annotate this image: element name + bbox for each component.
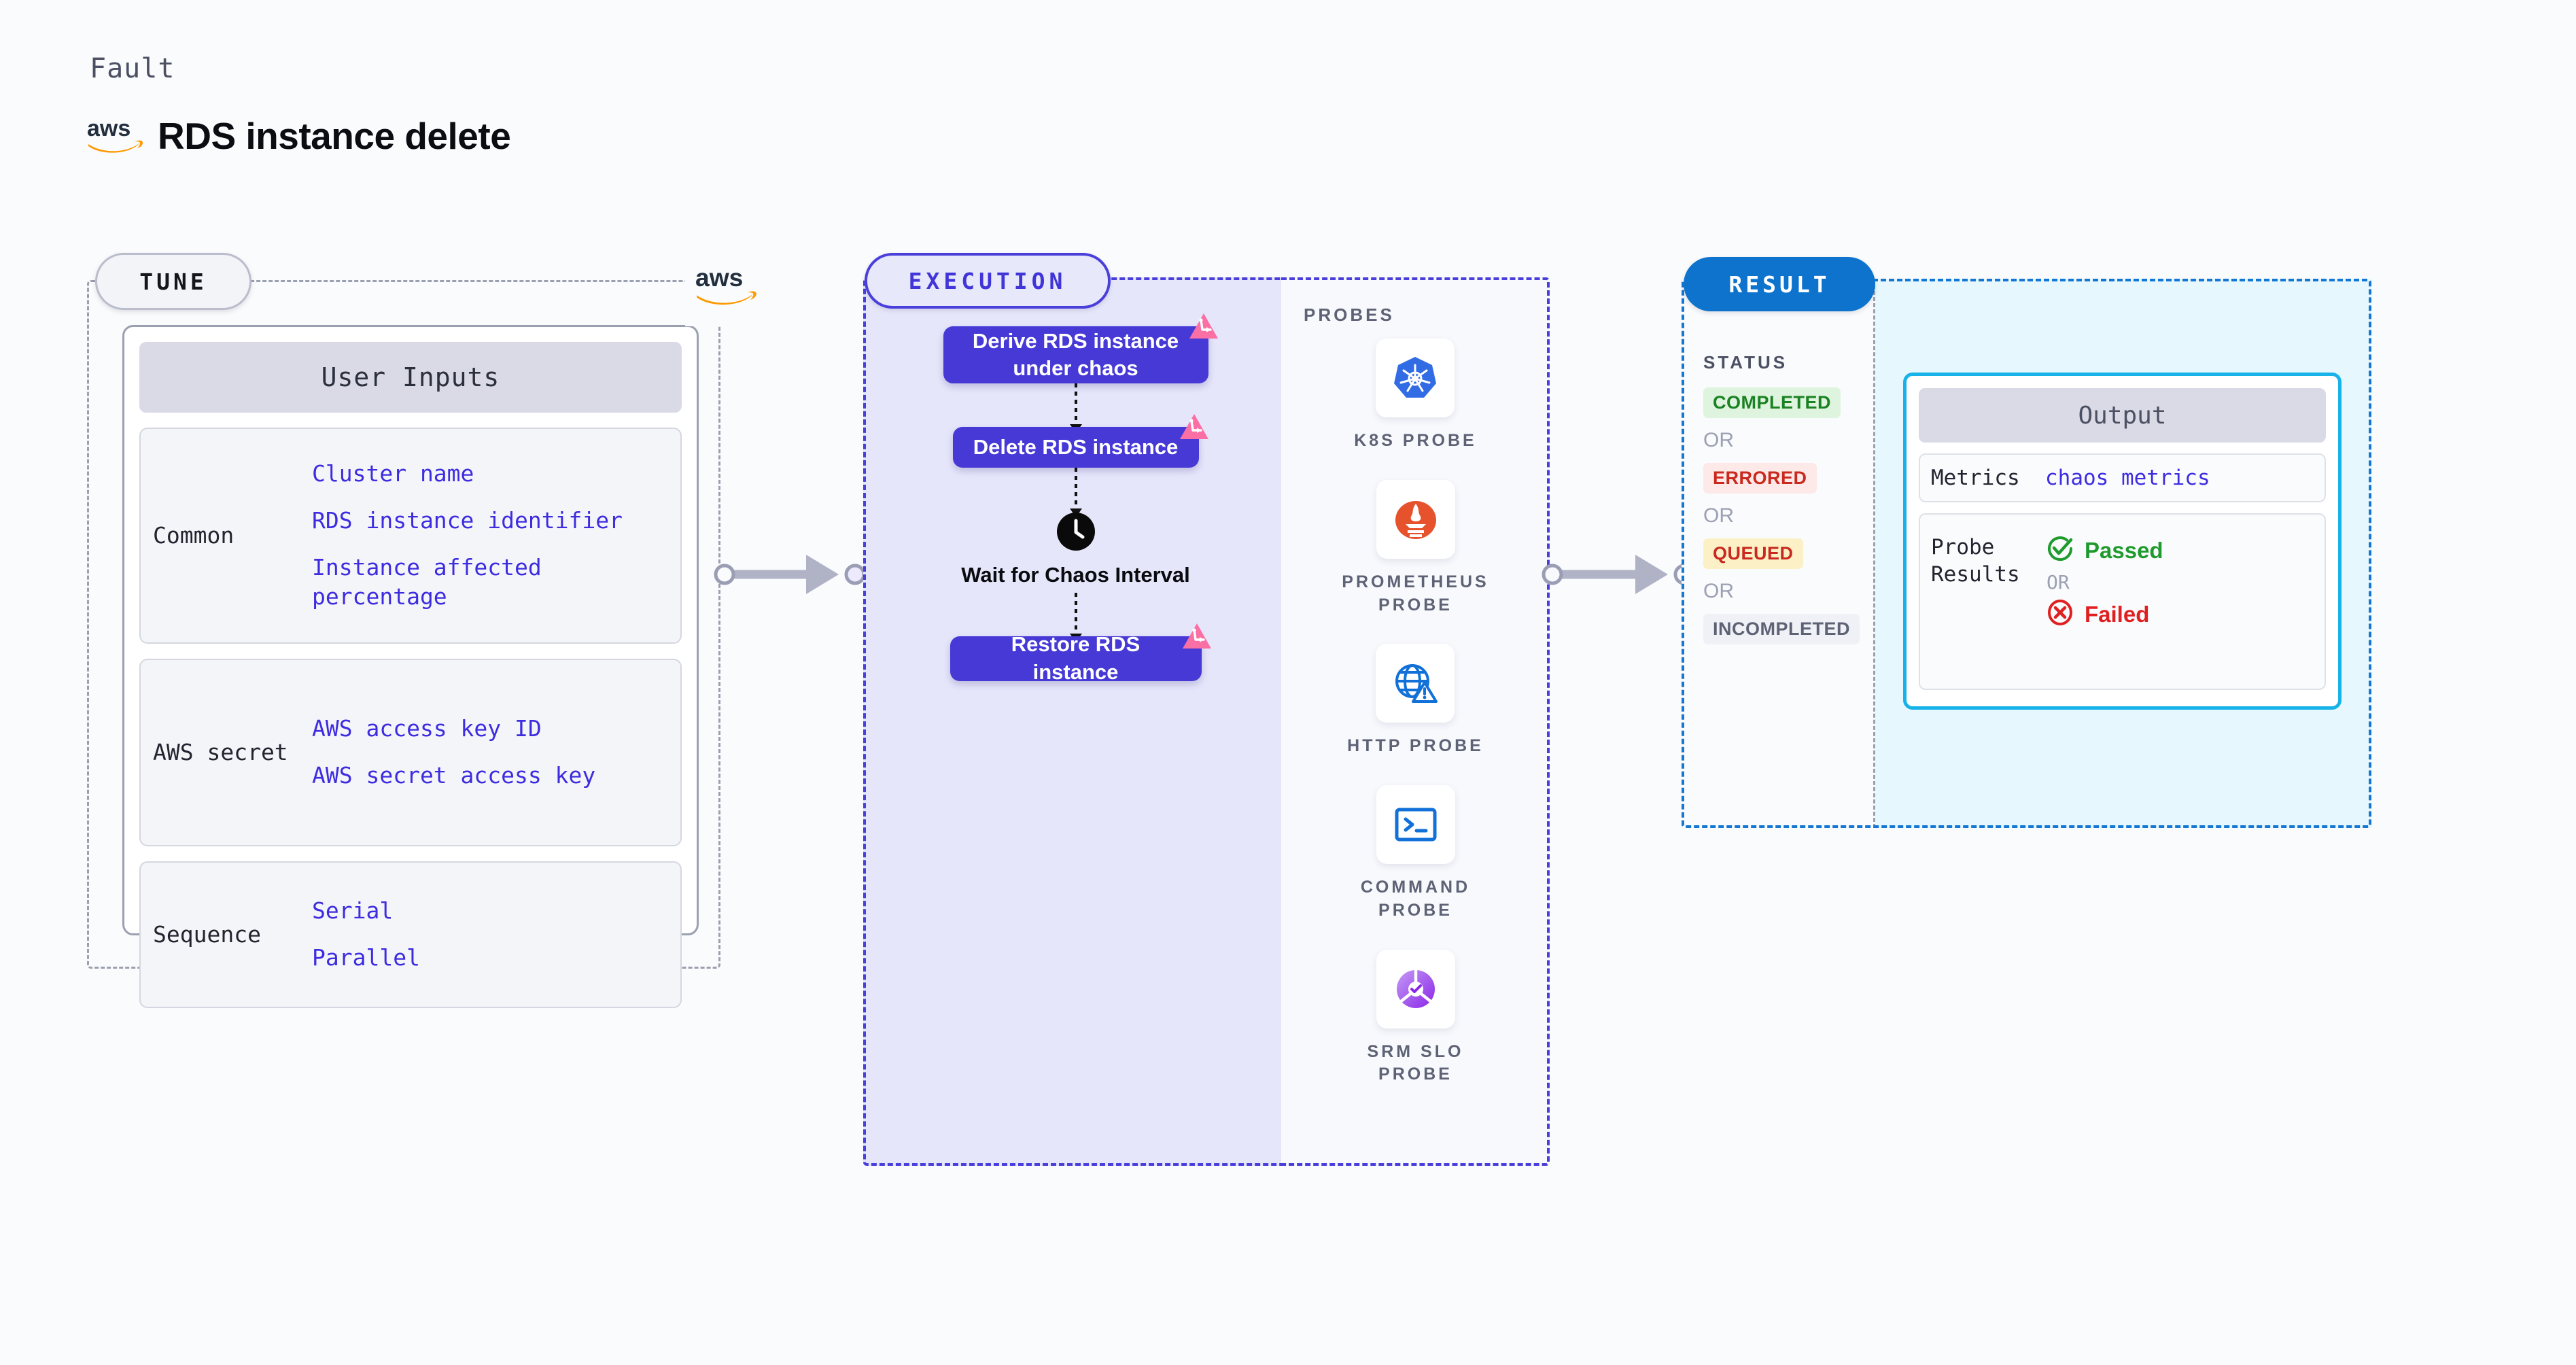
status-badge: INCOMPLETED <box>1703 614 1860 644</box>
failed-label: Failed <box>2085 601 2150 627</box>
param-block-common: Common Cluster name RDS instance identif… <box>139 428 682 644</box>
fault-step-label: Delete RDS instance <box>973 434 1179 459</box>
probe-label: SRM SLO PROBE <box>1367 1041 1464 1084</box>
output-card: Output Metrics chaos metrics Probe Resul… <box>1903 373 2342 710</box>
fault-step-box[interactable]: Derive RDS instance under chaos <box>943 313 1218 383</box>
clock-icon <box>1056 511 1096 555</box>
probes-list: K8S PROBE PROMETHEUS PROBE <box>1281 339 1550 1086</box>
output-row-probe-results: Probe Results Passed OR <box>1919 513 2326 690</box>
fault-eyebrow: Fault <box>90 53 175 84</box>
param-value[interactable]: Cluster name <box>312 460 474 487</box>
probe-label: K8S PROBE <box>1354 431 1477 450</box>
param-values: Cluster name RDS instance identifier Ins… <box>312 460 631 612</box>
probes-title: PROBES <box>1304 305 1395 325</box>
connector-execution-to-result <box>1542 555 1695 594</box>
output-row-metrics: Metrics chaos metrics <box>1919 453 2326 502</box>
probe-item-srm-slo[interactable]: SRM SLO PROBE <box>1331 949 1501 1087</box>
param-value[interactable]: AWS access key ID <box>312 715 542 742</box>
param-value[interactable]: RDS instance identifier <box>312 507 623 534</box>
page-title: RDS instance delete <box>158 115 511 157</box>
tune-section-pill[interactable]: TUNE <box>95 253 251 310</box>
status-badge: COMPLETED <box>1703 387 1841 418</box>
svg-text:aws: aws <box>695 264 743 292</box>
probe-label: HTTP PROBE <box>1347 736 1484 756</box>
wait-step-label: Wait for Chaos Interval <box>961 563 1190 587</box>
connector-tune-to-execution <box>714 555 866 594</box>
litmus-icon <box>1181 621 1213 653</box>
probe-result-failed: Failed <box>2045 598 2163 631</box>
status-or-label: OR <box>1703 429 1734 451</box>
fault-step-box[interactable]: Restore RDS instance <box>950 623 1211 684</box>
param-value[interactable]: Instance affected percentage <box>312 554 542 610</box>
flow-node-restore-rds-instance[interactable]: Restore RDS instance <box>863 623 1288 684</box>
metrics-label: Metrics <box>1931 465 2020 490</box>
probe-result-or-label: OR <box>2047 571 2070 593</box>
aws-logo-icon-on-boundary: aws <box>685 243 768 326</box>
execution-flow: Derive RDS instance under chaos Delete R… <box>863 313 1288 684</box>
litmus-icon <box>1179 412 1210 443</box>
status-or-label: OR <box>1703 580 1734 602</box>
probe-item-http[interactable]: HTTP PROBE <box>1347 644 1484 758</box>
check-circle-icon <box>2045 534 2075 567</box>
result-section-pill[interactable]: RESULT <box>1684 257 1875 311</box>
probe-item-command[interactable]: COMMAND PROBE <box>1331 785 1501 922</box>
param-value[interactable]: AWS secret access key <box>312 762 596 789</box>
status-badge: QUEUED <box>1703 538 1803 569</box>
probe-item-prometheus[interactable]: PROMETHEUS PROBE <box>1331 479 1501 617</box>
flow-node-wait-for-chaos-interval: Wait for Chaos Interval <box>863 511 1288 589</box>
flow-arrow <box>1074 383 1077 427</box>
fault-step-label: Restore RDS instance <box>1011 632 1141 684</box>
probe-label: PROMETHEUS PROBE <box>1342 572 1489 615</box>
kubernetes-icon <box>1376 339 1455 417</box>
param-values: AWS access key ID AWS secret access key <box>312 714 595 791</box>
flow-arrow <box>1074 592 1077 636</box>
srm-slo-icon <box>1376 949 1455 1029</box>
probe-item-k8s[interactable]: K8S PROBE <box>1354 339 1476 453</box>
execution-section-pill[interactable]: EXECUTION <box>865 253 1111 309</box>
param-values: Serial Parallel <box>312 897 420 973</box>
passed-label: Passed <box>2085 537 2163 563</box>
terminal-icon <box>1376 785 1455 864</box>
prometheus-icon <box>1376 479 1455 559</box>
status-badge: ERRORED <box>1703 463 1817 494</box>
page-title-row: aws RDS instance delete <box>87 114 511 158</box>
aws-logo-icon: aws <box>87 116 144 157</box>
param-block-sequence: Sequence Serial Parallel <box>139 861 682 1008</box>
user-inputs-header: User Inputs <box>139 342 682 413</box>
metrics-value[interactable]: chaos metrics <box>2045 466 2210 490</box>
globe-warning-icon <box>1376 644 1455 723</box>
result-section-boundary <box>1682 279 2371 828</box>
status-list: COMPLETED OR ERRORED OR QUEUED OR INCOMP… <box>1703 387 1866 644</box>
probe-results-label: Probe Results <box>1931 535 2020 587</box>
svg-text:aws: aws <box>87 116 130 141</box>
param-label: AWS secret <box>153 739 288 766</box>
x-circle-icon <box>2045 598 2075 631</box>
param-block-aws-secret: AWS secret AWS access key ID AWS secret … <box>139 659 682 846</box>
probe-result-passed: Passed <box>2045 534 2163 567</box>
param-label: Sequence <box>153 921 261 948</box>
fault-step-box[interactable]: Delete RDS instance <box>952 414 1208 468</box>
param-value[interactable]: Serial <box>312 897 394 925</box>
output-header: Output <box>1919 388 2326 443</box>
status-or-label: OR <box>1703 504 1734 527</box>
param-value[interactable]: Parallel <box>312 944 420 971</box>
litmus-icon <box>1188 311 1219 343</box>
fault-step-label: Derive RDS instance under chaos <box>972 328 1179 380</box>
status-title: STATUS <box>1703 352 1788 373</box>
probe-results-values: Passed OR Failed <box>2045 534 2163 631</box>
flow-node-delete-rds-instance[interactable]: Delete RDS instance <box>863 414 1288 468</box>
param-label: Common <box>153 522 234 549</box>
flow-arrow <box>1074 468 1077 511</box>
user-inputs-card: User Inputs Common Cluster name RDS inst… <box>122 325 699 1008</box>
probe-label: COMMAND PROBE <box>1360 878 1471 920</box>
flow-node-derive-rds-instance[interactable]: Derive RDS instance under chaos <box>863 313 1288 383</box>
